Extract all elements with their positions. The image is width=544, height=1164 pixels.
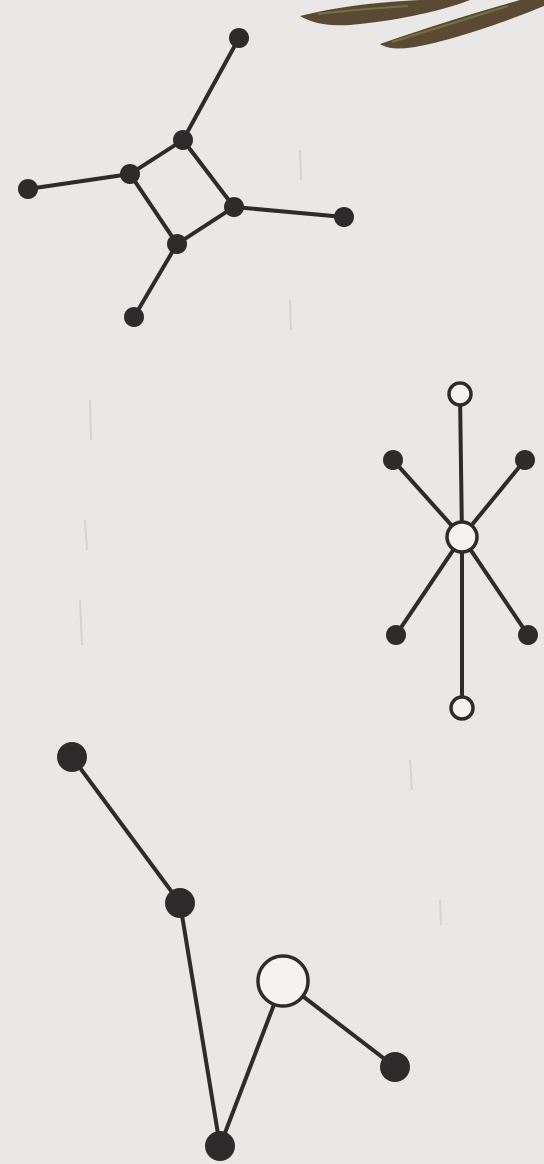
filled-atom-t3 xyxy=(124,307,144,327)
filled-atom-a xyxy=(57,742,87,772)
bond-c-top xyxy=(460,394,462,537)
filled-atom-lr xyxy=(518,625,538,645)
filled-atom-t2 xyxy=(334,207,354,227)
hollow-atom-bottom xyxy=(451,697,473,719)
filled-atom-t4 xyxy=(18,179,38,199)
filled-atom-v xyxy=(205,1131,235,1161)
filled-atom-t1 xyxy=(229,28,249,48)
filled-atom-r4 xyxy=(120,164,140,184)
filled-atom-r2 xyxy=(224,197,244,217)
hollow-atom-h xyxy=(258,956,308,1006)
filled-atom-r1 xyxy=(173,130,193,150)
filled-atom-ul xyxy=(383,450,403,470)
hollow-atom-top xyxy=(449,383,471,405)
filled-atom-ll xyxy=(386,625,406,645)
filled-atom-e xyxy=(380,1052,410,1082)
filled-atom-b xyxy=(165,888,195,918)
filled-atom-r3 xyxy=(167,234,187,254)
filled-atom-ur xyxy=(515,450,535,470)
hollow-atom-c xyxy=(447,522,477,552)
